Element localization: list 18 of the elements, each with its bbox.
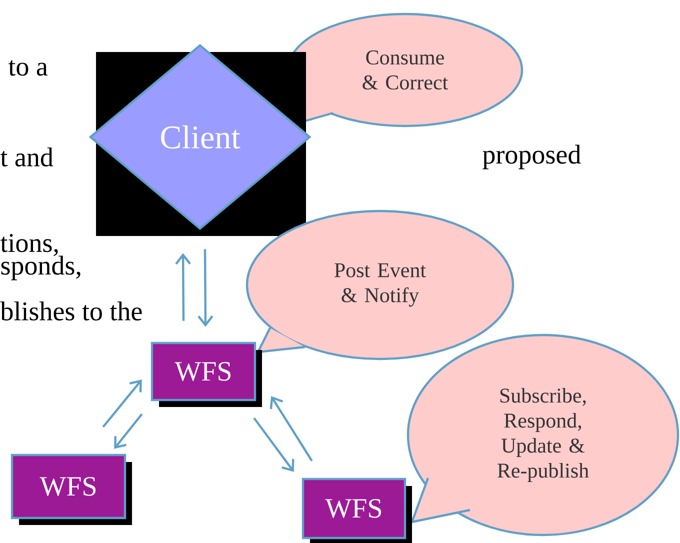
speech-bubble: Consume & Correct (286, 12, 524, 128)
server-box: WFS (150, 342, 262, 407)
background-text: t and (0, 148, 54, 166)
background-text: sponds, (1, 256, 80, 280)
arrow (270, 396, 313, 462)
arrow (175, 253, 191, 321)
arrow (114, 413, 143, 449)
speech-bubble: Post Event & Notify (246, 210, 514, 360)
arrow (102, 380, 142, 428)
server-box: WFS (302, 478, 412, 543)
arrow (253, 417, 294, 472)
background-text: blishes to the (0, 302, 142, 320)
speech-bubble: Subscribe, Respond, Update & Re-publish (406, 334, 680, 536)
background-text: to a (8, 60, 48, 76)
arrow (198, 249, 214, 327)
server-box: WFS (10, 454, 132, 525)
background-text: proposed (482, 144, 581, 170)
background-text: tions, (0, 234, 58, 256)
